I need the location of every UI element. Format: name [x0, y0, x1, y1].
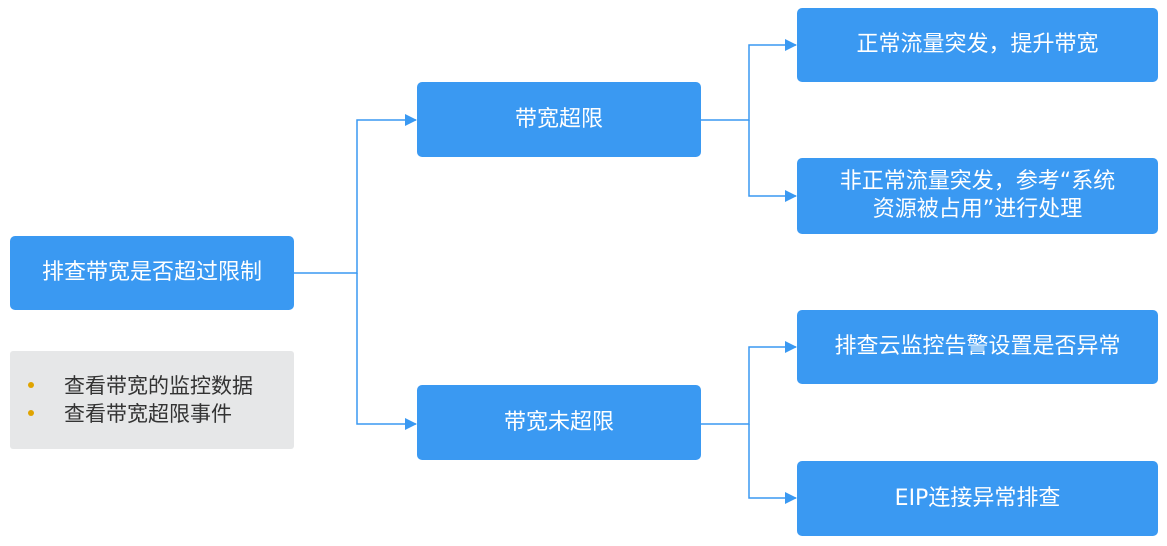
leaf-node-abnormal-burst: 非正常流量突发，参考“系统 资源被占用”进行处理	[797, 158, 1158, 234]
connector-not-exceeded-to-child2	[748, 424, 797, 504]
leaf-node-eip-connection-check: EIP连接异常排查	[797, 461, 1158, 536]
note-item: 查看带宽超限事件	[26, 399, 294, 427]
connector-root-to-not-exceeded	[356, 273, 417, 430]
leaf-node-label-line1: 非正常流量突发，参考“系统	[839, 169, 1116, 194]
note-box: 查看带宽的监控数据 查看带宽超限事件	[10, 351, 294, 449]
branch-node-label: 带宽未超限	[503, 409, 614, 435]
root-node: 排查带宽是否超过限制	[10, 236, 294, 310]
leaf-node-normal-burst: 正常流量突发，提升带宽	[797, 8, 1158, 82]
leaf-node-check-alarm-settings: 排查云监控告警设置是否异常	[797, 310, 1158, 384]
leaf-node-label: EIP连接异常排查	[894, 485, 1061, 511]
branch-node-label: 带宽超限	[514, 106, 603, 132]
connector-not-exceeded-to-child1	[701, 341, 797, 425]
note-item-text: 查看带宽超限事件	[64, 402, 232, 426]
note-item-text: 查看带宽的监控数据	[64, 374, 253, 398]
branch-node-bandwidth-not-exceeded: 带宽未超限	[417, 385, 701, 460]
leaf-node-label: 正常流量突发，提升带宽	[856, 32, 1099, 57]
branch-node-bandwidth-exceeded: 带宽超限	[417, 82, 701, 157]
bullet-icon	[28, 382, 34, 388]
leaf-node-label: 排查云监控告警设置是否异常	[834, 334, 1121, 359]
connector-root-trunk	[294, 114, 417, 274]
root-node-label: 排查带宽是否超过限制	[41, 260, 262, 285]
bullet-icon	[28, 410, 34, 416]
leaf-node-label-line2: 资源被占用”进行处理	[872, 197, 1083, 222]
connector-exceeded-to-child2	[748, 120, 797, 202]
connector-exceeded-to-child1	[701, 39, 797, 121]
note-item: 查看带宽的监控数据	[26, 371, 294, 399]
